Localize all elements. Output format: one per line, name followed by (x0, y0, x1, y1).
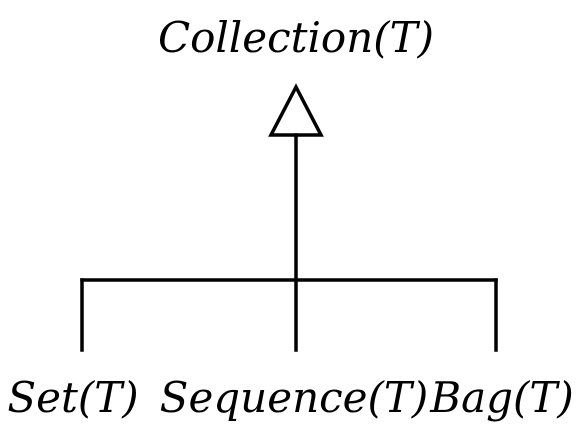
generalization-arrowhead (268, 83, 324, 137)
child-class-label-set: Set(T) (7, 373, 138, 422)
child-class-label-sequence: Sequence(T) (160, 373, 429, 422)
parent-class-label: Collection(T) (158, 13, 434, 62)
child-class-label-bag: Bag(T) (429, 373, 574, 422)
